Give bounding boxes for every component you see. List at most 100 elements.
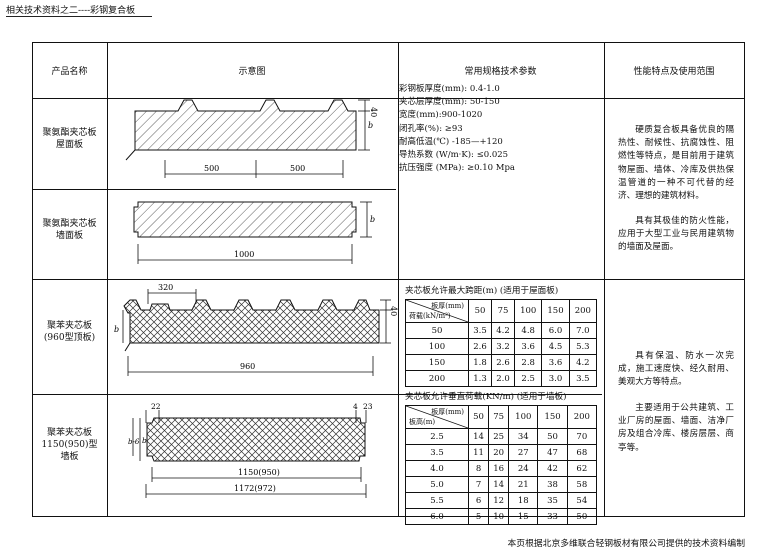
eps-features-text-2: 主要适用于公共建筑、工业厂房的屋面、墙面、洁净厂房及组合冷库、楼房层层、商亭等。 <box>618 403 734 453</box>
dim-label: b <box>370 215 375 224</box>
table-cell: 3.5 <box>405 444 469 461</box>
table-cell: 50 <box>405 322 469 339</box>
load-table-title: 夹芯板允许垂直荷载(KN/m) (适用于墙板) <box>405 392 567 402</box>
table-cell: 34 <box>508 428 539 445</box>
table-cell: 1.8 <box>467 354 493 371</box>
col-header-feature: 性能特点及使用范围 <box>633 67 715 77</box>
table-cell: 16 <box>488 460 510 477</box>
table-cell: 3.5 <box>467 322 493 339</box>
load-header: 150 <box>537 405 568 429</box>
table-cell: 5.3 <box>568 338 598 355</box>
span-header: 200 <box>568 299 598 323</box>
spec-line: 抗压强度 (MPa): ≥0.10 Mpa <box>399 163 515 174</box>
header-title: 相关技术资料之二----彩钢复合板 <box>6 6 136 16</box>
table-cell: 6 <box>467 492 490 509</box>
spec-line: 夹芯层厚度(mm): 50-150 <box>399 97 500 108</box>
dim-label: 1172(972) <box>234 484 276 493</box>
table-cell: 70 <box>566 428 598 445</box>
footer-note: 本页根据北京多维联合轻钢板材有限公司提供的技术资料编制 <box>507 539 745 549</box>
eps-roof-panel-diagram <box>122 289 391 376</box>
span-header: 75 <box>491 299 516 323</box>
table-cell: 150 <box>405 354 469 371</box>
pu-roof-panel-diagram <box>125 99 370 178</box>
table-cell: 6.0 <box>541 322 570 339</box>
table-cell: 15 <box>508 508 539 525</box>
pu-features-text: 硬质复合板具备优良的隔热性、耐候性、抗腐蚀性、阻燃性等特点，是目前用于建筑物屋面… <box>618 125 734 202</box>
table-cell: 2.6 <box>491 354 516 371</box>
dim-label: 4 <box>353 402 358 411</box>
table-cell: 100 <box>405 338 469 355</box>
pu-spec-list: 彩钢板厚度(mm): 0.4-1.0 夹芯层厚度(mm): 50-150 宽度(… <box>399 83 515 175</box>
table-cell: 2.0 <box>491 370 516 387</box>
row-divider <box>33 394 602 395</box>
col-header-diagram: 示意图 <box>238 67 266 77</box>
table-cell: 8 <box>467 460 490 477</box>
table-cell: 14 <box>467 428 490 445</box>
table-cell: 54 <box>566 492 598 509</box>
table-cell: 6.0 <box>405 508 469 525</box>
table-cell: 20 <box>488 444 510 461</box>
eps-wall-panel-diagram <box>132 410 367 498</box>
table-cell: 2.5 <box>405 428 469 445</box>
table-cell: 27 <box>508 444 539 461</box>
pu-features-text-2: 具有其极佳的防火性能，应用于大型工业与民用建筑物的墙面及屋面。 <box>618 216 734 253</box>
dim-label: 40 <box>389 306 398 316</box>
table-cell: 21 <box>508 476 539 493</box>
dim-label: b <box>142 436 147 445</box>
table-cell: 58 <box>566 476 598 493</box>
span-header: 50 <box>467 299 493 323</box>
dim-label: 500 <box>290 164 305 173</box>
table-cell: 4.5 <box>541 338 570 355</box>
table-cell: 14 <box>488 476 510 493</box>
table-cell: 4.2 <box>491 322 516 339</box>
table-cell: 38 <box>537 476 568 493</box>
table-cell: 50 <box>537 428 568 445</box>
dim-label: b-6 <box>128 438 140 446</box>
table-cell: 50 <box>566 508 598 525</box>
table-cell: 68 <box>566 444 598 461</box>
load-header: 50 <box>467 405 490 429</box>
dim-label: 22 <box>151 402 161 411</box>
dim-label: 320 <box>158 283 173 292</box>
dim-label: b <box>368 121 373 130</box>
load-header: 200 <box>566 405 598 429</box>
table-cell: 3.6 <box>514 338 543 355</box>
dim-label: 960 <box>240 362 255 371</box>
table-cell: 62 <box>566 460 598 477</box>
table-cell: 4.2 <box>568 354 598 371</box>
table-cell: 4.0 <box>405 460 469 477</box>
table-cell: 25 <box>488 428 510 445</box>
dim-label: b <box>114 325 119 334</box>
table-cell: 5.0 <box>405 476 469 493</box>
eps-features-text: 具有保温、防水一次完成，施工速度快、经久耐用、美观大方等特点。 <box>618 351 734 388</box>
table-cell: 7 <box>467 476 490 493</box>
spec-line: 彩钢板厚度(mm): 0.4-1.0 <box>399 84 500 94</box>
table-cell: 47 <box>537 444 568 461</box>
load-table-corner: 板厚(mm) 板高(m) <box>405 405 469 429</box>
spec-line: 闭孔率(%): ≥93 <box>399 123 463 134</box>
dim-label: 1000 <box>234 250 254 259</box>
product-name-pu-wall: 聚氨酯夹芯板墙面板 <box>42 219 97 241</box>
span-header: 150 <box>541 299 570 323</box>
span-table-corner: 板厚(mm) 荷载(kN/m²) <box>405 299 469 323</box>
table-cell: 3.6 <box>541 354 570 371</box>
row-divider <box>33 98 744 99</box>
col-header-product: 产品名称 <box>51 67 88 77</box>
dim-label: 1150(950) <box>238 468 280 477</box>
table-cell: 5 <box>467 508 490 525</box>
load-header: 100 <box>508 405 539 429</box>
table-cell: 4.8 <box>514 322 543 339</box>
table-cell: 5.5 <box>405 492 469 509</box>
